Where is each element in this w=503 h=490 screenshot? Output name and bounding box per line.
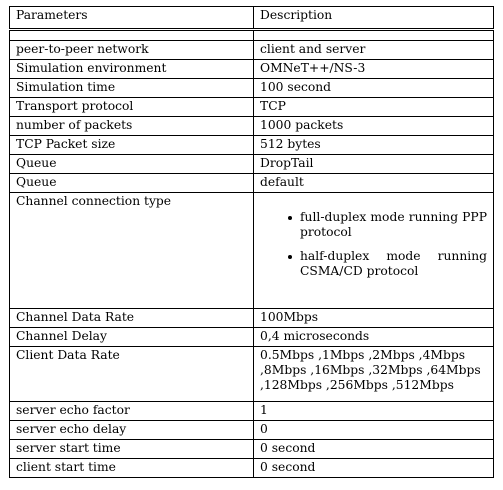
param-cell: client start time — [9, 458, 254, 478]
param-cell: server echo delay — [9, 420, 254, 440]
parameters-table: Parameters Description peer-to-peer netw… — [9, 6, 494, 478]
desc-cell: 0 — [253, 420, 494, 440]
table-row: Simulation environment OMNeT++/NS-3 — [9, 59, 494, 79]
desc-cell: OMNeT++/NS-3 — [253, 59, 494, 79]
desc-cell: 0 second — [253, 458, 494, 478]
table-row: Queue DropTail — [9, 154, 494, 174]
param-cell: Queue — [9, 154, 254, 174]
desc-cell: 0.5Mbps ,1Mbps ,2Mbps ,4Mbps ,8Mbps ,16M… — [253, 346, 494, 402]
table-row: Channel Delay 0,4 microseconds — [9, 327, 494, 347]
list-item: full-duplex mode running PPP protocol — [288, 210, 487, 240]
desc-cell: 0,4 microseconds — [253, 327, 494, 347]
param-cell: Channel connection type — [9, 192, 254, 309]
desc-cell: TCP — [253, 97, 494, 117]
param-cell: number of packets — [9, 116, 254, 136]
desc-cell: 1 — [253, 401, 494, 421]
header-parameters: Parameters — [9, 6, 254, 30]
desc-cell: 100Mbps — [253, 308, 494, 328]
table-container: Parameters Description peer-to-peer netw… — [9, 6, 494, 478]
list-item-text: half-duplex mode running CSMA/CD protoco… — [300, 249, 487, 278]
table-row: number of packets 1000 packets — [9, 116, 494, 136]
param-cell: peer-to-peer network — [9, 40, 254, 60]
table-row: server start time 0 second — [9, 439, 494, 459]
table-row: TCP Packet size 512 bytes — [9, 135, 494, 155]
table-row: Channel connection type full-duplex mode… — [9, 192, 494, 309]
header-description: Description — [253, 6, 494, 30]
desc-cell: 512 bytes — [253, 135, 494, 155]
connection-type-list: full-duplex mode running PPP protocol ha… — [260, 210, 487, 279]
param-cell: Client Data Rate — [9, 346, 254, 402]
param-cell: Transport protocol — [9, 97, 254, 117]
table-row: Transport protocol TCP — [9, 97, 494, 117]
param-cell: TCP Packet size — [9, 135, 254, 155]
list-item: half-duplex mode running CSMA/CD protoco… — [288, 249, 487, 279]
desc-cell: 1000 packets — [253, 116, 494, 136]
param-cell: server echo factor — [9, 401, 254, 421]
table-row: Queue default — [9, 173, 494, 193]
bullet-icon — [288, 216, 292, 220]
table-row: peer-to-peer network client and server — [9, 40, 494, 60]
bullet-icon — [288, 255, 292, 259]
table-row: Channel Data Rate 100Mbps — [9, 308, 494, 328]
header-spacer — [9, 29, 494, 41]
desc-cell: full-duplex mode running PPP protocol ha… — [253, 192, 494, 309]
desc-cell: 100 second — [253, 78, 494, 98]
table-header-row: Parameters Description — [9, 6, 494, 30]
table-row: server echo factor 1 — [9, 401, 494, 421]
desc-cell: 0 second — [253, 439, 494, 459]
list-item-text: full-duplex mode running PPP protocol — [300, 210, 487, 239]
table-row: Simulation time 100 second — [9, 78, 494, 98]
desc-cell: default — [253, 173, 494, 193]
desc-cell: client and server — [253, 40, 494, 60]
table-row: client start time 0 second — [9, 458, 494, 478]
table-row: server echo delay 0 — [9, 420, 494, 440]
param-cell: Simulation environment — [9, 59, 254, 79]
param-cell: server start time — [9, 439, 254, 459]
param-cell: Channel Delay — [9, 327, 254, 347]
desc-cell: DropTail — [253, 154, 494, 174]
param-cell: Channel Data Rate — [9, 308, 254, 328]
param-cell: Queue — [9, 173, 254, 193]
table-row: Client Data Rate 0.5Mbps ,1Mbps ,2Mbps ,… — [9, 346, 494, 402]
param-cell: Simulation time — [9, 78, 254, 98]
